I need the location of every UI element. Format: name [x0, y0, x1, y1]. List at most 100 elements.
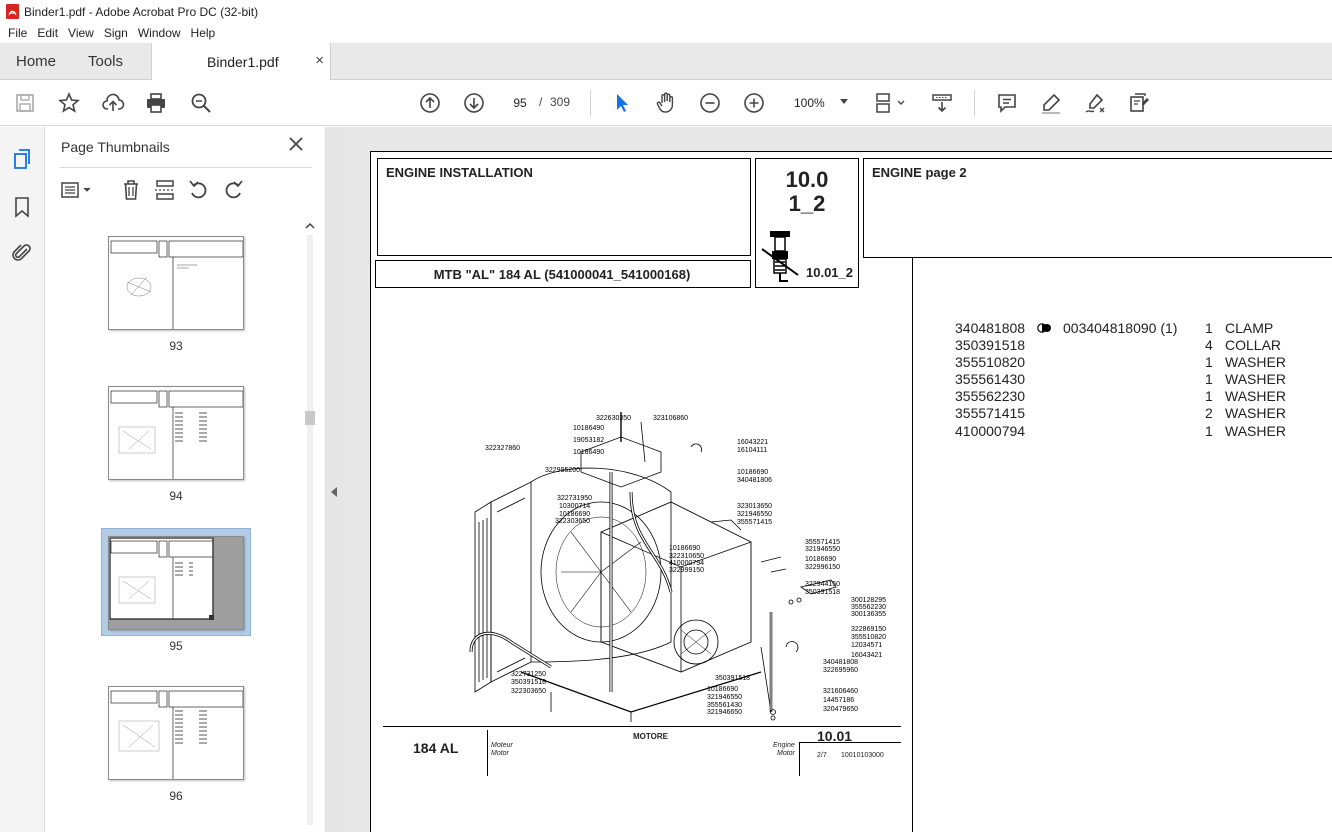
menu-help[interactable]: Help	[190, 26, 216, 40]
comment-icon[interactable]	[994, 90, 1020, 116]
zoom-select[interactable]: 100%	[786, 90, 854, 116]
diagram-callout: 322731950	[557, 495, 592, 502]
section-title: ENGINE INSTALLATION	[386, 165, 533, 180]
footer-divider	[487, 730, 488, 776]
diagram-callout: 322303650	[555, 518, 590, 525]
diagram-callout: 14457186	[823, 697, 854, 704]
diagram-callout: 321946550	[707, 694, 742, 701]
select-cursor-icon[interactable]	[609, 90, 635, 116]
menu-bar: File Edit View Sign Window Help	[0, 23, 1332, 43]
options-menu-icon[interactable]	[60, 177, 96, 203]
diagram-callout: 350391518	[805, 589, 840, 596]
diagram-callout: 340481806	[737, 477, 772, 484]
highlight-pen-icon[interactable]	[1038, 90, 1064, 116]
scroll-mode-icon[interactable]	[929, 90, 955, 116]
panel-collapse-handle[interactable]	[326, 127, 344, 832]
footer-motor-it: MOTORE	[633, 732, 668, 741]
zoom-search-icon[interactable]	[188, 90, 214, 116]
chevron-up-icon[interactable]	[305, 221, 315, 231]
tab-tools[interactable]: Tools	[88, 53, 124, 70]
footer-engine-es: Motor	[777, 750, 795, 757]
chevron-left-icon	[331, 487, 337, 497]
part-row: 355562230 1 WASHER	[955, 388, 1332, 405]
page-heading: ENGINE page 2	[872, 165, 967, 180]
close-tab-icon[interactable]: ×	[315, 52, 324, 69]
part-qty: 1	[1205, 320, 1213, 336]
tab-document-label: Binder1.pdf	[207, 54, 279, 70]
part-qty: 4	[1205, 337, 1213, 353]
diagram-callout: 323106860	[653, 415, 688, 422]
zoom-out-icon[interactable]	[697, 90, 723, 116]
chevron-down-icon	[840, 99, 848, 104]
page-thumbnails-icon[interactable]	[10, 147, 34, 171]
rotate-right-icon[interactable]	[220, 177, 246, 203]
diagram-callout: 322944150	[805, 581, 840, 588]
diagram-callout: 323013650	[737, 503, 772, 510]
diagram-callout: 19053182	[573, 437, 604, 444]
tab-home[interactable]: Home	[16, 53, 57, 70]
footer-ref: 10.01	[817, 728, 853, 744]
diagram-callout: 300128295	[851, 597, 886, 604]
diagram-callout: 10186690	[737, 469, 768, 476]
part-row: 410000794 1 WASHER	[955, 423, 1332, 440]
diagram-callout: 322869150	[851, 626, 886, 633]
close-icon[interactable]	[288, 136, 304, 152]
diagram-callout: 10186690	[669, 545, 700, 552]
thumbnail-label: 96	[169, 789, 183, 803]
thumbnail-label: 94	[169, 489, 183, 503]
diagram-callout: 10186490	[573, 449, 604, 456]
tab-bar: Home Tools Binder1.pdf ×	[0, 43, 1332, 81]
thumbnail-scrollbar[interactable]	[303, 219, 317, 831]
title-bar: Binder1.pdf - Adobe Acrobat Pro DC (32-b…	[0, 0, 1332, 23]
save-icon[interactable]	[12, 90, 38, 116]
diagram-callout: 322695960	[823, 667, 858, 674]
delete-icon[interactable]	[118, 177, 144, 203]
menu-file[interactable]: File	[8, 26, 28, 40]
diagram-callout: 350391518	[715, 675, 750, 682]
document-viewer[interactable]: ENGINE INSTALLATION MTB "AL" 184 AL (541…	[344, 127, 1332, 832]
part-qty: 1	[1205, 371, 1213, 387]
rotate-left-icon[interactable]	[186, 177, 212, 203]
footer-page: 2/7	[817, 752, 827, 759]
part-name: WASHER	[1225, 423, 1286, 439]
star-icon[interactable]	[56, 90, 82, 116]
diagram-callout: 10186690	[805, 556, 836, 563]
hand-tool-icon[interactable]	[653, 90, 679, 116]
diagram-callout: 321946550	[805, 546, 840, 553]
page-display-icon[interactable]	[873, 90, 909, 116]
previous-page-icon[interactable]	[417, 90, 443, 116]
diagram-callout: 10186690	[707, 686, 738, 693]
draw-sign-icon[interactable]	[1082, 90, 1108, 116]
diagram-callout: 350391518	[511, 679, 546, 686]
diagram-callout: 340481808	[823, 659, 858, 666]
print-icon[interactable]	[143, 90, 169, 116]
zoom-in-icon[interactable]	[741, 90, 767, 116]
part-row: 355571415 2 WASHER	[955, 405, 1332, 422]
menu-edit[interactable]: Edit	[37, 26, 59, 40]
menu-window[interactable]: Window	[137, 26, 181, 40]
part-qty: 1	[1205, 388, 1213, 404]
scroll-track[interactable]	[307, 235, 313, 825]
diagram-callout: 410000794	[669, 560, 704, 567]
header-title-box: ENGINE INSTALLATION	[377, 158, 751, 256]
extract-pages-icon[interactable]	[152, 177, 178, 203]
section-subcode: 1_2	[788, 191, 826, 216]
bookmark-icon[interactable]	[10, 195, 34, 219]
scroll-thumb[interactable]	[305, 411, 315, 425]
menu-sign[interactable]: Sign	[103, 26, 128, 40]
part-name: WASHER	[1225, 388, 1286, 404]
part-row: 340481808 003404818090 (1) 1 CLAMP	[955, 320, 1332, 337]
edit-pdf-icon[interactable]	[1126, 90, 1152, 116]
menu-view[interactable]: View	[68, 26, 94, 40]
diagram-callout: 322310650	[669, 553, 704, 560]
part-name: WASHER	[1225, 354, 1286, 370]
diagram-callout: 10300714	[559, 503, 590, 510]
thumbnail-label: 93	[169, 339, 183, 353]
diagram-callout: 10186690	[559, 511, 590, 518]
next-page-icon[interactable]	[461, 90, 487, 116]
attachment-icon[interactable]	[10, 241, 34, 265]
page-number-input[interactable]: 95	[505, 89, 535, 115]
tab-document[interactable]: Binder1.pdf ×	[151, 43, 331, 81]
diagram-callout: 355571415	[805, 539, 840, 546]
upload-cloud-icon[interactable]	[100, 90, 126, 116]
